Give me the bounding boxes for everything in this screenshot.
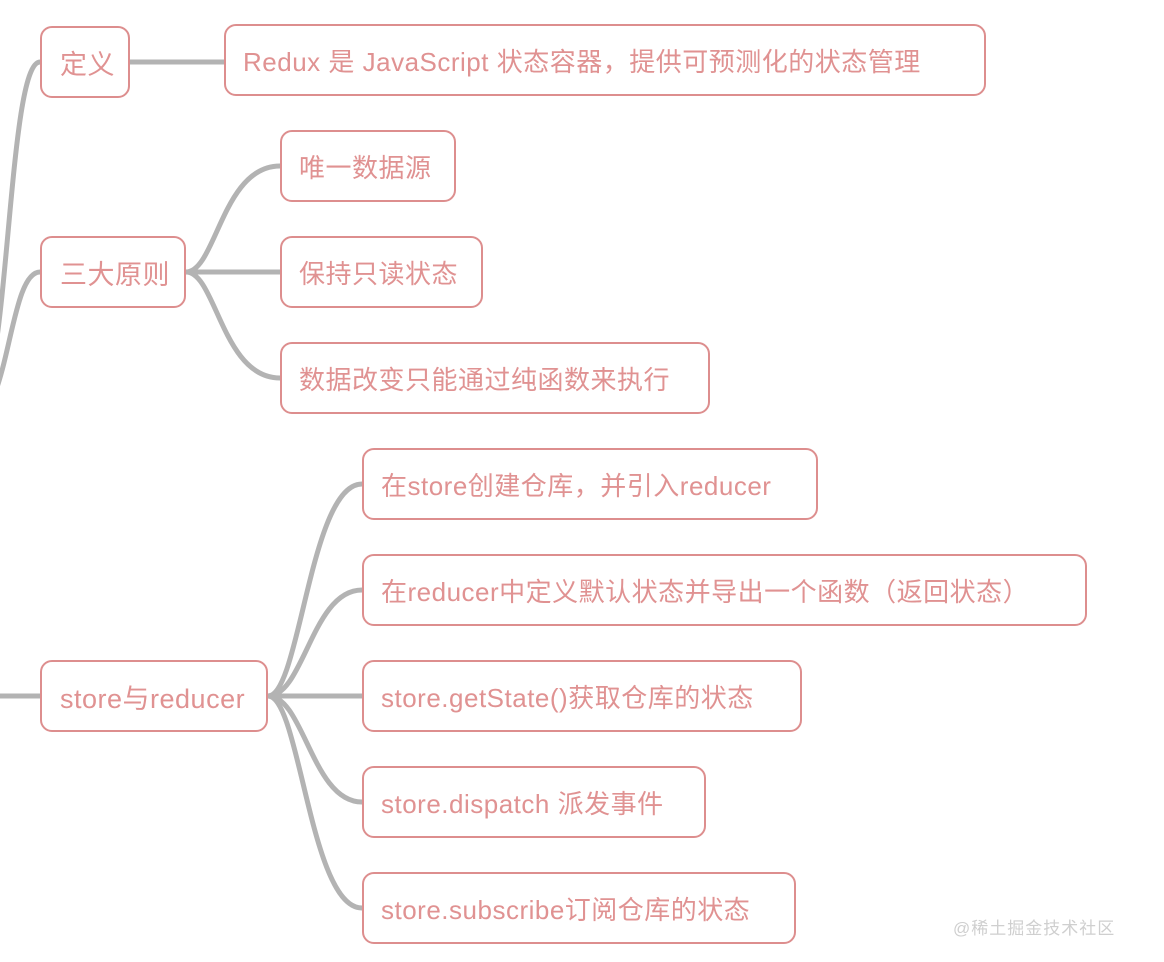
detail-node-store-step-4[interactable]: store.dispatch 派发事件 — [362, 766, 706, 838]
detail-node-definition-detail[interactable]: Redux 是 JavaScript 状态容器，提供可预测化的状态管理 — [224, 24, 986, 96]
topic-label: 定义 — [60, 49, 115, 80]
topic-label: store与reducer — [60, 683, 246, 714]
detail-label: 在store创建仓库，并引入reducer — [381, 470, 772, 501]
topic-node-store-and-reducer[interactable]: store与reducer — [40, 660, 268, 732]
connector-store-to-5 — [265, 693, 365, 911]
detail-label: 保持只读状态 — [299, 258, 459, 289]
detail-label: store.dispatch 派发事件 — [381, 788, 664, 819]
connector-root-to-definition — [0, 59, 43, 334]
detail-label: 在reducer中定义默认状态并导出一个函数（返回状态） — [381, 576, 1030, 607]
connector-principles-to-3 — [183, 269, 283, 381]
detail-node-store-step-5[interactable]: store.subscribe订阅仓库的状态 — [362, 872, 796, 944]
detail-node-store-step-1[interactable]: 在store创建仓库，并引入reducer — [362, 448, 818, 520]
detail-label: 唯一数据源 — [299, 152, 432, 183]
detail-node-store-step-3[interactable]: store.getState()获取仓库的状态 — [362, 660, 802, 732]
topic-node-definition[interactable]: 定义 — [40, 26, 130, 98]
connector-store-to-1 — [265, 481, 365, 699]
watermark: @稀土掘金技术社区 — [953, 919, 1116, 938]
connector-principles-to-1 — [183, 163, 283, 275]
detail-node-principle-2[interactable]: 保持只读状态 — [280, 236, 483, 308]
topic-label: 三大原则 — [60, 259, 170, 290]
detail-label: Redux 是 JavaScript 状态容器，提供可预测化的状态管理 — [243, 46, 921, 77]
connector-root-to-three-principles — [0, 269, 43, 386]
connector-store-to-2 — [265, 587, 365, 699]
detail-label: 数据改变只能通过纯函数来执行 — [299, 364, 671, 395]
connector-store-to-4 — [265, 693, 365, 805]
topic-node-three-principles[interactable]: 三大原则 — [40, 236, 186, 308]
detail-node-principle-3[interactable]: 数据改变只能通过纯函数来执行 — [280, 342, 710, 414]
detail-node-principle-1[interactable]: 唯一数据源 — [280, 130, 456, 202]
detail-label: store.subscribe订阅仓库的状态 — [381, 894, 751, 925]
detail-node-store-step-2[interactable]: 在reducer中定义默认状态并导出一个函数（返回状态） — [362, 554, 1087, 626]
detail-label: store.getState()获取仓库的状态 — [381, 682, 754, 713]
